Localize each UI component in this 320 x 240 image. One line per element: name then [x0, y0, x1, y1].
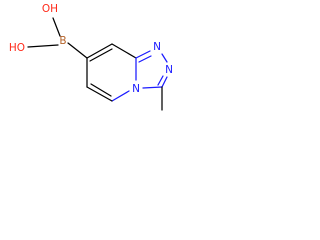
bond-c8a-n-top	[135, 50, 151, 59]
bond-c8-c8a	[111, 43, 137, 59]
bond-c5-c6-double	[90, 83, 112, 97]
bond-n-right-c3-double	[157, 75, 164, 86]
boron-label: B	[59, 35, 66, 47]
bond-b-oh-left	[27, 44, 59, 48]
bond-b-oh-top	[52, 17, 61, 37]
n-top-label: N	[153, 41, 161, 53]
ho-left-label: HO	[9, 42, 25, 54]
bond-c3-n-bridge	[142, 86, 163, 89]
bond-c8a-n-top-double	[138, 55, 152, 63]
bond-n-right-c3	[161, 76, 168, 88]
bond-c7-c8-double	[89, 48, 113, 62]
n-bridge-label: N	[132, 83, 140, 95]
bond-c7-c8	[86, 43, 113, 59]
bond-b-ring	[67, 42, 88, 59]
n-right-label: N	[165, 64, 173, 76]
bond-n-top-n-right	[161, 53, 168, 63]
bond-n-bridge-c5	[111, 90, 130, 102]
oh-top-label: OH	[42, 3, 58, 15]
molecule-structure: OH HO B N N N	[9, 3, 173, 111]
bond-c5-c6	[86, 86, 113, 102]
